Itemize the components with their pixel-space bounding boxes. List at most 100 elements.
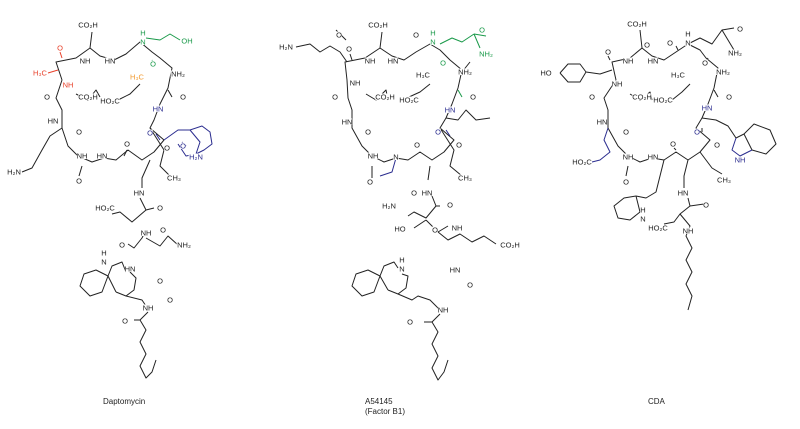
atom-label-background xyxy=(157,204,163,211)
atom-label-background xyxy=(349,79,361,86)
atom-label-background xyxy=(457,68,473,75)
atom-label-background xyxy=(440,59,446,66)
atom-label-background xyxy=(176,241,192,248)
bond-a54145-23 xyxy=(387,273,409,295)
atom-label-background xyxy=(715,68,731,75)
atom-label-background xyxy=(447,201,453,208)
atom-label: O xyxy=(44,93,50,102)
atom-label-background xyxy=(278,43,294,50)
atom-label: HO₂C xyxy=(572,158,592,167)
atom-label: NH xyxy=(365,57,376,66)
bond-daptomycin-27 xyxy=(139,319,157,379)
atom-label: O xyxy=(623,178,629,187)
atom-label: NH xyxy=(438,306,449,315)
atom-label: NH xyxy=(452,224,463,233)
bond-cda-16 xyxy=(625,165,629,177)
atom-label: O xyxy=(447,201,453,210)
bond-daptomycin-5 xyxy=(117,83,141,101)
atom-label: NH xyxy=(735,156,746,165)
atom-label-background xyxy=(101,249,107,256)
atom-label: HO₂C xyxy=(100,97,120,106)
atom-label-background xyxy=(188,153,204,160)
atom-label-background xyxy=(387,57,399,64)
atom-label: O xyxy=(157,277,163,286)
atom-label-background xyxy=(78,93,98,100)
atom-label-background xyxy=(411,189,417,196)
atom-label-background xyxy=(685,30,691,37)
bond-a54145-9 xyxy=(473,33,481,49)
atom-label-background xyxy=(375,93,395,100)
atom-label: O xyxy=(737,25,743,34)
bond-a54145-15 xyxy=(427,165,431,181)
atom-label-background xyxy=(160,226,166,233)
bond-a54145-28 xyxy=(431,321,449,381)
atom-label-background xyxy=(32,69,48,76)
bond-daptomycin-9 xyxy=(155,133,161,141)
bond-a54145-7 xyxy=(439,33,475,45)
atom-label-background xyxy=(44,93,50,100)
bond-daptomycin-19 xyxy=(145,207,155,211)
atom-label: O xyxy=(119,241,125,250)
atom-label-background xyxy=(47,117,59,124)
bond-cda-14 xyxy=(731,137,753,157)
bond-daptomycin-18 xyxy=(111,197,147,223)
atom-label-background xyxy=(150,60,156,67)
atom-label-background xyxy=(540,69,552,76)
atom-label: HO xyxy=(540,69,551,78)
atom-label-background xyxy=(415,71,431,78)
bond-daptomycin-23 xyxy=(125,295,147,307)
atom-label-background xyxy=(166,174,182,181)
atom-label-background xyxy=(101,258,107,265)
atom-label-background xyxy=(167,296,173,303)
atom-label-background xyxy=(152,105,164,112)
atom-label-background xyxy=(470,93,476,100)
atom-label-background xyxy=(726,93,732,100)
atom-label: O xyxy=(122,317,128,326)
atom-label-background xyxy=(140,229,152,236)
atom-label: HO₂C xyxy=(648,224,668,233)
bond-cda-2 xyxy=(607,55,611,61)
atom-label-background xyxy=(647,153,659,160)
atom-label: HN xyxy=(48,117,59,126)
bond-cda-10 xyxy=(671,83,691,101)
atom-label: O xyxy=(456,141,462,150)
bond-cda-3 xyxy=(675,45,679,51)
atom-label-background xyxy=(413,31,419,38)
atom-label: O xyxy=(623,128,629,137)
bond-cda-18 xyxy=(613,195,641,221)
bond-a54145-18 xyxy=(407,195,437,219)
atom-label: NH xyxy=(141,229,152,238)
atom-label-background xyxy=(394,225,406,232)
atom-label-background xyxy=(76,128,82,135)
caption-a54145-factor: (Factor B1) xyxy=(365,407,405,416)
atom-label: O xyxy=(432,226,438,235)
bond-a54145-6 xyxy=(408,83,431,98)
atom-label: O xyxy=(367,178,373,187)
bond-daptomycin-26 xyxy=(134,311,149,321)
atom-label-background xyxy=(142,304,154,311)
atom-label-background xyxy=(96,152,108,159)
atom-label-background xyxy=(147,129,153,136)
atom-label-background xyxy=(76,177,82,184)
atom-label-background xyxy=(79,57,91,64)
bond-daptomycin-16 xyxy=(149,127,171,177)
atom-label: H₃C xyxy=(416,71,430,80)
atom-label: HN xyxy=(422,189,433,198)
atom-label-background xyxy=(644,41,650,48)
atom-label-background xyxy=(714,141,720,148)
atom-label: HO xyxy=(394,225,405,234)
atom-label-background xyxy=(457,174,473,181)
atom-label: O xyxy=(57,44,63,53)
atom-label-background xyxy=(703,201,709,208)
atom-label-background xyxy=(685,39,691,46)
atom-label: O xyxy=(346,45,352,54)
atom-label-background xyxy=(421,189,433,196)
atom-label: N xyxy=(430,38,435,47)
bond-a54145-8 xyxy=(473,33,487,37)
atom-label: O xyxy=(160,226,166,235)
bond-a54145-10 xyxy=(457,89,463,98)
atom-label: CH₃ xyxy=(167,174,181,183)
atom-label-background xyxy=(622,153,634,160)
atom-label: O xyxy=(411,189,417,198)
atom-label: NH₂ xyxy=(177,241,191,250)
